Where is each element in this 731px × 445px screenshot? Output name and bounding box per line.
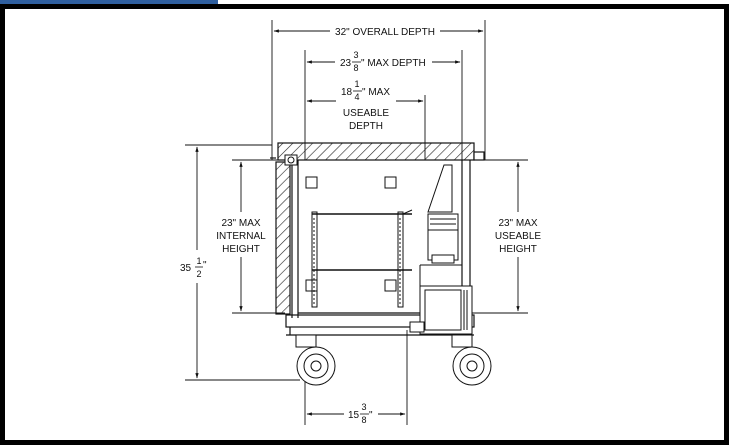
internal-height-label-2: INTERNAL	[216, 231, 266, 242]
svg-text:3: 3	[353, 50, 358, 60]
evaporator-unit	[419, 164, 462, 313]
svg-text:18: 18	[341, 87, 353, 98]
svg-text:" MAX DEPTH: " MAX DEPTH	[361, 58, 426, 69]
internal-height-label-1: 23" MAX	[221, 218, 260, 229]
svg-text:": "	[369, 410, 373, 421]
caster-right	[451, 334, 492, 386]
svg-text:35: 35	[180, 263, 192, 274]
max-depth-dimension	[304, 50, 463, 160]
max-depth-label: 23 3 8 " MAX DEPTH	[340, 50, 426, 73]
accent-tab-top	[0, 0, 218, 4]
interior-fixtures	[305, 176, 397, 292]
svg-text:USEABLE: USEABLE	[343, 108, 389, 119]
condensing-unit	[409, 285, 473, 335]
svg-text:" MAX: " MAX	[362, 87, 390, 98]
outer-border	[0, 4, 729, 445]
svg-text:2: 2	[196, 269, 201, 279]
overall-depth-label: 32" OVERALL DEPTH	[335, 27, 435, 38]
cabinet-outline	[270, 142, 485, 336]
caster-spacing-label: 15 3 8 "	[348, 402, 373, 425]
useable-depth-label: 18 1 4 " MAX USEABLE DEPTH	[341, 79, 390, 132]
shelf-rack	[311, 209, 413, 308]
door-hinge	[284, 154, 298, 166]
svg-text:23: 23	[340, 58, 352, 69]
useable-height-label-1: 23" MAX	[498, 218, 537, 229]
overall-depth-dimension	[271, 20, 486, 160]
useable-height-label-3: HEIGHT	[499, 244, 537, 255]
svg-text:8: 8	[353, 63, 358, 73]
svg-text:3: 3	[361, 402, 366, 412]
svg-text:1: 1	[354, 79, 359, 89]
svg-text:DEPTH: DEPTH	[349, 121, 383, 132]
svg-text:15: 15	[348, 410, 360, 421]
useable-height-label-2: USEABLE	[495, 231, 541, 242]
svg-text:8: 8	[361, 415, 366, 425]
internal-height-label-3: HEIGHT	[222, 244, 260, 255]
overall-height-label: 35 1 2 "	[180, 256, 207, 279]
svg-text:1: 1	[196, 256, 201, 266]
caster-left	[295, 334, 336, 386]
overall-height-dimension	[185, 144, 300, 381]
svg-text:": "	[203, 260, 207, 271]
caster-spacing-dimension	[304, 330, 408, 425]
svg-text:4: 4	[354, 92, 359, 102]
